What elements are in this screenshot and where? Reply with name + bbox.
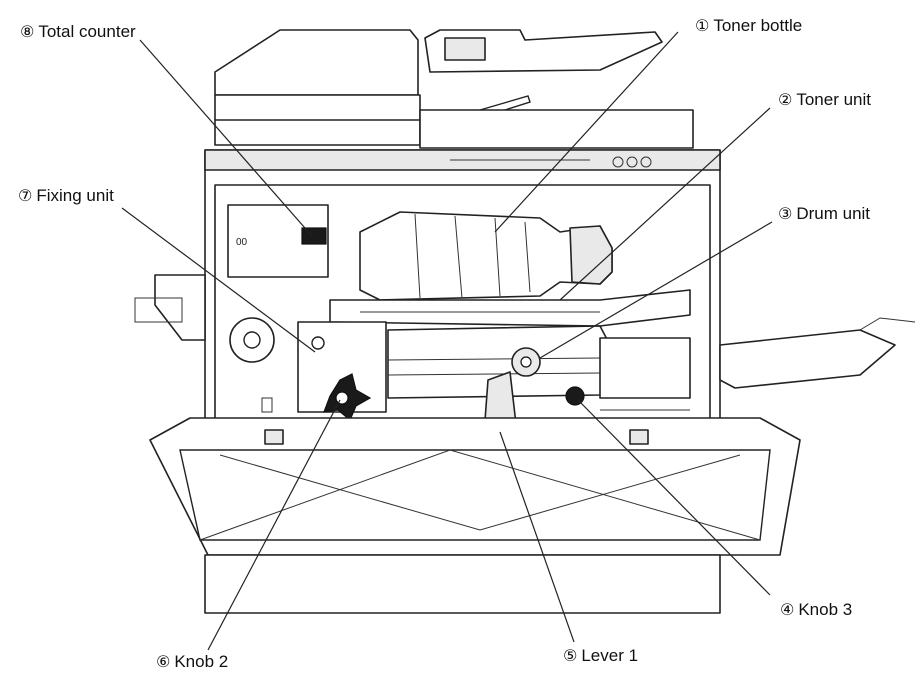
document-feeder xyxy=(214,29,419,96)
callout-number: ⑥ xyxy=(156,652,171,671)
svg-text:00: 00 xyxy=(236,237,248,248)
callout-number: ② xyxy=(778,90,793,109)
leader-line-total-counter xyxy=(139,39,313,237)
callout-text: Total counter xyxy=(38,22,136,41)
total-counter-window xyxy=(301,227,327,245)
feeder-output-arm xyxy=(479,95,531,117)
callout-text: Lever 1 xyxy=(581,646,639,665)
right-output-tray xyxy=(719,329,896,389)
callout-number: ⑤ xyxy=(563,646,578,665)
callout-text: Fixing unit xyxy=(36,186,114,205)
left-gear xyxy=(229,317,275,363)
callout-text: Toner bottle xyxy=(713,16,803,35)
callout-number: ③ xyxy=(778,204,793,223)
leader-line-knob-2 xyxy=(207,399,341,651)
feeder-body xyxy=(419,109,694,149)
feeder-tray-grip xyxy=(444,37,486,61)
callout-text: Drum unit xyxy=(796,204,871,223)
callout-number: ④ xyxy=(780,600,795,619)
lower-cabinet xyxy=(204,554,721,614)
copier-illustration: 00 xyxy=(134,29,916,614)
callout-text: Knob 2 xyxy=(174,652,229,671)
front-door xyxy=(149,417,801,556)
leader-line-drum-unit xyxy=(539,221,773,359)
leader-line-fixing-unit xyxy=(121,207,316,353)
leader-line-toner-bottle xyxy=(494,31,679,233)
leader-line-knob-3 xyxy=(577,399,771,596)
leader-line-toner-unit xyxy=(559,107,771,301)
right-unit xyxy=(599,337,691,399)
left-paper-tray xyxy=(154,274,206,341)
callout-text: Toner unit xyxy=(796,90,872,109)
leader-lines xyxy=(121,31,773,651)
knob-3 xyxy=(565,386,585,406)
callout-number: ① xyxy=(695,16,710,35)
callout-number: ⑧ xyxy=(20,22,35,41)
toner-bottle-cap xyxy=(569,225,613,285)
callout-number: ⑦ xyxy=(18,186,33,205)
leader-line-lever-1 xyxy=(499,431,575,643)
callout-text: Knob 3 xyxy=(798,600,853,619)
